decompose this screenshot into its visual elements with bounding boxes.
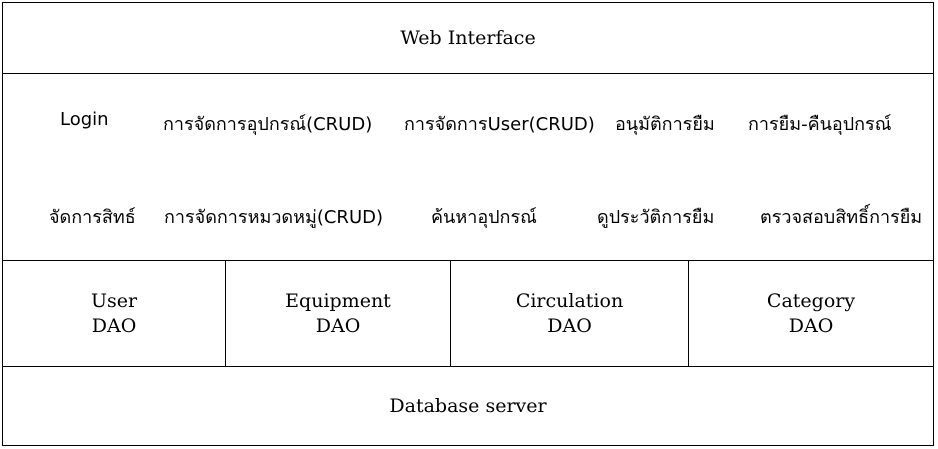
database-layer: Database server <box>3 367 933 445</box>
function-approve-borrow: อนุมัติการยืม <box>615 114 715 135</box>
dao-circulation-suffix: DAO <box>547 314 592 337</box>
dao-equipment: Equipment DAO <box>225 261 450 366</box>
dao-user-name: User <box>90 289 138 312</box>
function-search-equipment: ค้นหาอุปกรณ์ <box>431 207 537 228</box>
dao-category: Category DAO <box>688 261 933 366</box>
dao-user: User DAO <box>3 261 225 366</box>
dao-circulation-name: Circulation <box>515 289 624 312</box>
function-manage-user: การจัดการUser(CRUD) <box>404 114 595 135</box>
function-manage-equipment: การจัดการอุปกรณ์(CRUD) <box>163 114 373 135</box>
dao-equipment-suffix: DAO <box>315 314 361 337</box>
dao-equipment-name: Equipment <box>285 289 391 312</box>
web-interface-label: Web Interface <box>400 27 536 49</box>
function-borrow-return: การยืม-คืนอุปกรณ์ <box>748 114 892 135</box>
web-interface-layer: Web Interface <box>3 3 933 74</box>
function-login: Login <box>60 109 109 130</box>
function-layer: Login การจัดการอุปกรณ์(CRUD) การจัดการUs… <box>3 74 933 261</box>
function-check-borrow-rights: ตรวจสอบสิทธิ์การยืม <box>760 207 923 228</box>
function-view-borrow-history: ดูประวัติการยืม <box>597 207 715 228</box>
dao-circulation: Circulation DAO <box>450 261 688 366</box>
dao-layer: User DAO Equipment DAO Circulation DAO C… <box>3 261 933 367</box>
dao-category-name: Category <box>766 289 856 312</box>
dao-user-suffix: DAO <box>91 314 137 337</box>
database-server-label: Database server <box>389 395 547 417</box>
function-manage-permissions: จัดการสิทธ์ <box>49 207 136 228</box>
function-manage-categories: การจัดการหมวดหมู่(CRUD) <box>164 207 383 228</box>
dao-category-suffix: DAO <box>788 314 834 337</box>
